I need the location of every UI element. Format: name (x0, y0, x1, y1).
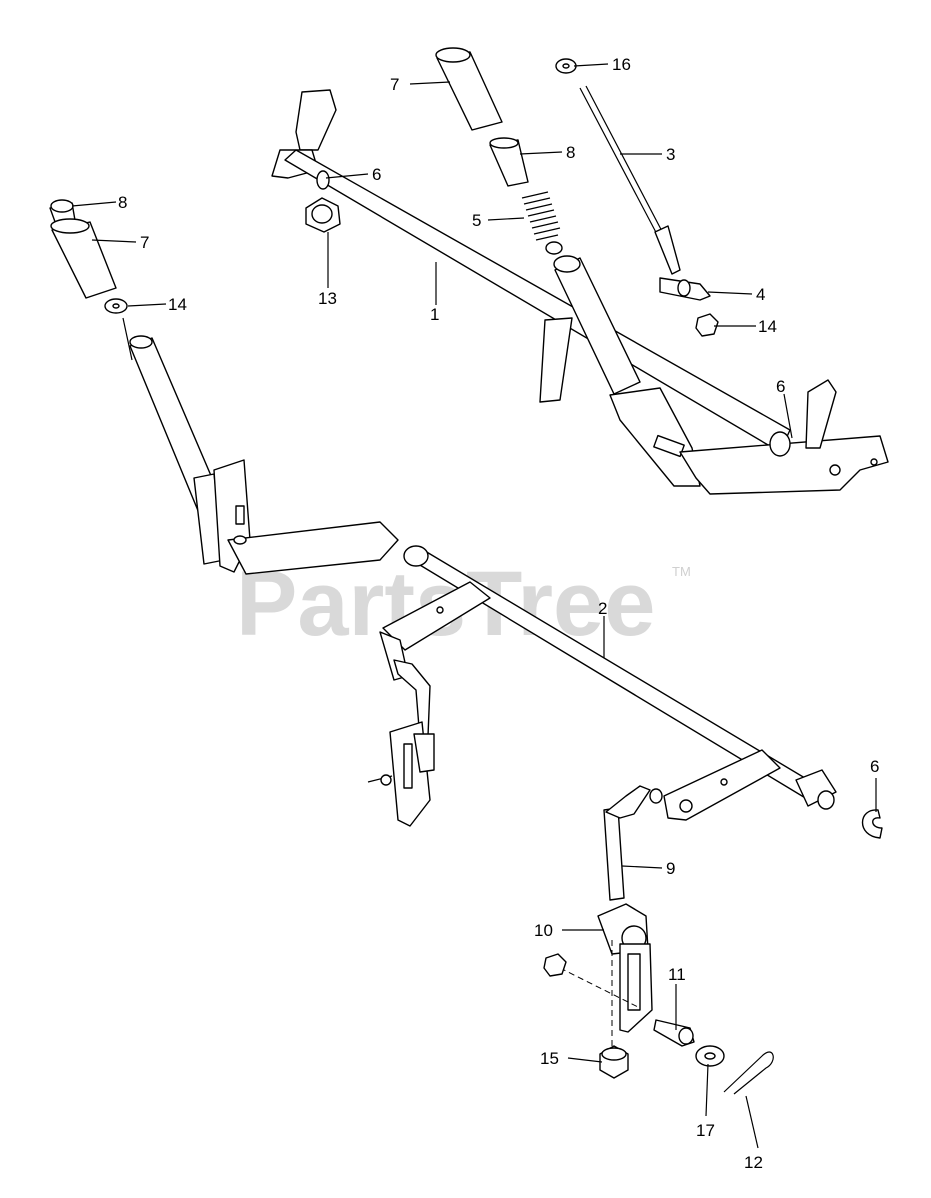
part-7-tube-upper (435, 47, 503, 131)
callout-8-upper: 8 (566, 143, 575, 162)
callout-2: 2 (598, 599, 607, 618)
pivot-tube-upper (553, 255, 641, 395)
callout-8-left: 8 (118, 193, 127, 212)
callout-15: 15 (540, 1049, 559, 1068)
part-17-washer (695, 1045, 725, 1067)
pivot-tube-left (122, 317, 399, 575)
part-8-bushing-upper (489, 137, 529, 187)
callout-3: 3 (666, 145, 675, 164)
callout-17: 17 (696, 1121, 715, 1140)
callout-6-right-upper: 6 (776, 377, 785, 396)
part-2-lift-shaft (379, 545, 837, 821)
part-9-link-rod (603, 785, 663, 901)
part-4-connector (659, 277, 711, 301)
part-15-nut (599, 1045, 629, 1079)
watermark-trademark: TM (672, 564, 691, 579)
callout-16: 16 (612, 55, 631, 74)
callout-10: 10 (534, 921, 553, 940)
callout-1: 1 (430, 305, 439, 324)
part-11-pin (653, 1019, 695, 1047)
callout-7-left: 7 (140, 233, 149, 252)
part-14-washer-left (104, 298, 128, 314)
callout-4: 4 (756, 285, 765, 304)
link-assembly-left (367, 659, 435, 827)
part-6-e-clip (862, 809, 883, 839)
callout-6-upper: 6 (372, 165, 381, 184)
callout-7-upper: 7 (390, 75, 399, 94)
nut-upper-left-bracket (543, 953, 567, 977)
callout-5: 5 (472, 211, 481, 230)
callout-14-upper: 14 (758, 317, 777, 336)
callout-14-left: 14 (168, 295, 187, 314)
leader-lines (71, 63, 877, 1149)
part-10-bracket (559, 903, 653, 1050)
part-3-rod (579, 85, 681, 275)
callout-11: 11 (668, 965, 686, 984)
callout-12: 12 (744, 1153, 763, 1172)
part-16-washer (555, 58, 577, 74)
callout-9: 9 (666, 859, 675, 878)
part-14-nut-upper (695, 313, 719, 337)
part-13-bushing (305, 197, 341, 233)
part-7-tube-left (50, 218, 117, 299)
callouts: 16 7 8 3 6 5 8 7 13 1 4 14 14 6 2 6 9 10… (118, 55, 879, 1172)
part-12-hair-pin (723, 1051, 774, 1095)
callout-13: 13 (318, 289, 337, 308)
part-5-spring (521, 191, 563, 255)
callout-6-clip: 6 (870, 757, 879, 776)
